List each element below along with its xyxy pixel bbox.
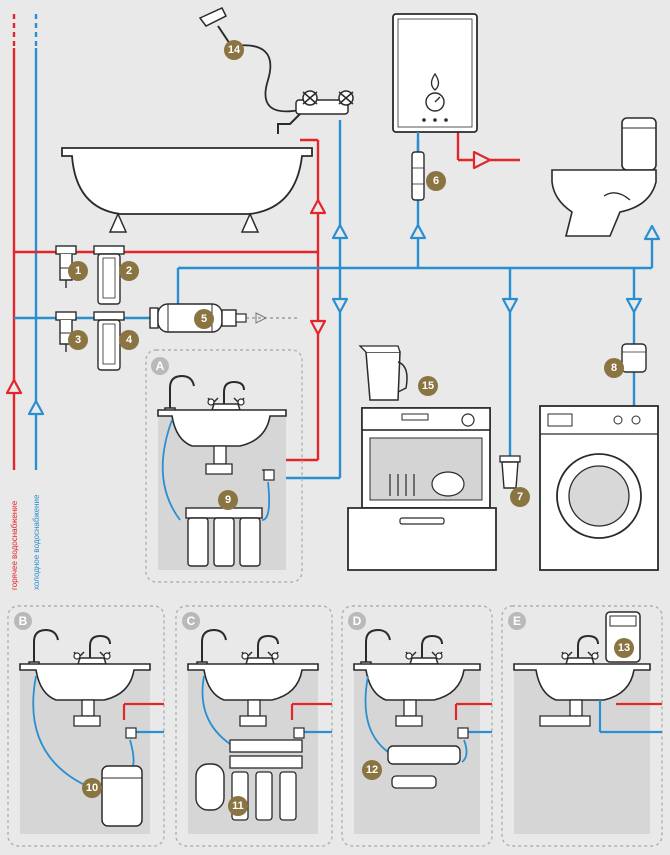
- svg-text:3: 3: [75, 334, 81, 346]
- marker-6: 6: [426, 171, 446, 191]
- panel-e: [501, 605, 663, 847]
- appliance-filter-dishwasher: [499, 455, 521, 489]
- panel-a: [145, 349, 303, 583]
- marker-5: 5: [194, 309, 214, 329]
- svg-text:8: 8: [611, 362, 617, 374]
- marker-7: 7: [510, 487, 530, 507]
- marker-14: 14: [224, 40, 244, 60]
- cartridge-filter-cold: [93, 311, 125, 371]
- svg-text:E: E: [513, 614, 521, 628]
- panel-letter-e: E: [508, 612, 526, 630]
- svg-text:D: D: [353, 614, 362, 628]
- svg-text:A: A: [156, 359, 165, 373]
- cold-riser: [27, 14, 45, 470]
- inline-filter-heater: [411, 132, 425, 201]
- panel-c: [175, 605, 333, 847]
- marker-10: 10: [82, 778, 102, 798]
- svg-text:13: 13: [618, 642, 630, 654]
- bath-mixer-icon: [277, 90, 354, 134]
- panel-letter-c: C: [182, 612, 200, 630]
- svg-text:2: 2: [126, 265, 132, 277]
- hot-riser: [5, 14, 23, 470]
- water-jug-icon: [358, 345, 408, 401]
- marker-12: 12: [362, 760, 382, 780]
- svg-text:11: 11: [232, 800, 244, 812]
- dishwasher-icon: [347, 407, 497, 571]
- panel-d: [341, 605, 493, 847]
- marker-3: 3: [68, 330, 88, 350]
- cartridge-filter-hot: [93, 245, 125, 305]
- heater-hot-outlet: [456, 128, 520, 170]
- main-line-filter: [149, 303, 300, 333]
- panel-letter-d: D: [348, 612, 366, 630]
- gas-water-heater-icon: [392, 13, 478, 133]
- hot-supply-label: горячее водоснабжение: [10, 500, 19, 590]
- svg-text:7: 7: [517, 491, 523, 503]
- washing-machine-icon: [539, 405, 659, 571]
- marker-11: 11: [228, 796, 248, 816]
- marker-1: 1: [68, 261, 88, 281]
- svg-text:10: 10: [86, 782, 98, 794]
- svg-text:6: 6: [433, 175, 439, 187]
- marker-9: 9: [218, 490, 238, 510]
- appliance-filter-washer: [621, 343, 647, 373]
- panel-letter-a: A: [151, 357, 169, 375]
- svg-text:C: C: [187, 614, 196, 628]
- panel-b: [7, 605, 165, 847]
- svg-text:12: 12: [366, 764, 378, 776]
- svg-text:B: B: [19, 614, 28, 628]
- shower-head-icon: [198, 7, 320, 113]
- bathtub-icon: [61, 147, 313, 233]
- marker-15: 15: [418, 376, 438, 396]
- svg-text:14: 14: [228, 44, 241, 56]
- svg-text:5: 5: [201, 313, 207, 325]
- svg-text:4: 4: [126, 334, 133, 346]
- svg-text:1: 1: [75, 265, 81, 277]
- marker-2: 2: [119, 261, 139, 281]
- toilet-icon: [551, 117, 657, 237]
- svg-text:9: 9: [225, 494, 231, 506]
- marker-13: 13: [614, 638, 634, 658]
- marker-4: 4: [119, 330, 139, 350]
- panel-letter-b: B: [14, 612, 32, 630]
- marker-8: 8: [604, 358, 624, 378]
- svg-text:15: 15: [422, 380, 434, 392]
- cold-supply-label: холодное водоснабжение: [32, 494, 41, 590]
